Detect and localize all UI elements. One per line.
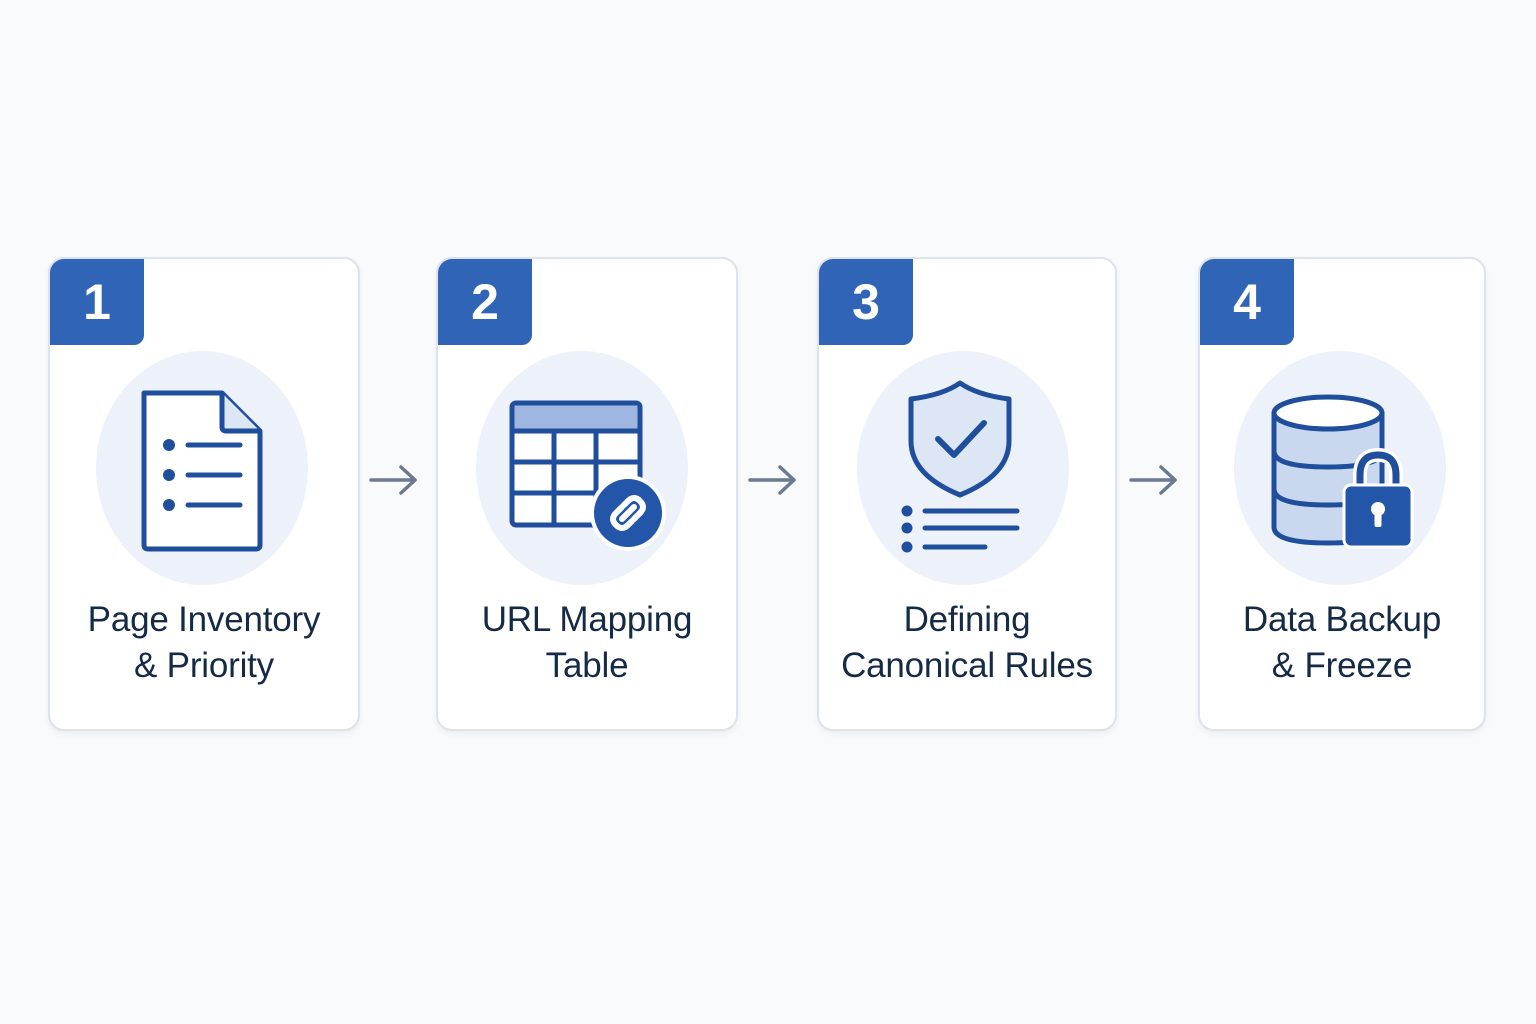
step-title-line-2: & Freeze xyxy=(1271,646,1413,685)
icon-circle xyxy=(476,351,688,585)
step-title-line-1: Page Inventory xyxy=(87,600,321,639)
step-card-3: 3 Defining Canonical Rules xyxy=(817,257,1117,731)
step-number-badge: 2 xyxy=(438,259,532,345)
arrow-right-icon xyxy=(1127,462,1181,498)
step-title-line-2: & Priority xyxy=(134,646,274,685)
step-title-line-2: Canonical Rules xyxy=(841,646,1093,685)
arrow-right-icon xyxy=(367,462,421,498)
step-card-2: 2 URL Mapping Table xyxy=(436,257,738,731)
step-title-line-2: Table xyxy=(545,646,629,685)
step-number-badge: 4 xyxy=(1200,259,1294,345)
step-card-1: 1 Page Inventory & Priority xyxy=(48,257,360,731)
icon-circle xyxy=(857,351,1069,585)
step-card-4: 4 Data Backup & Freeze xyxy=(1198,257,1486,731)
database-lock-icon xyxy=(1271,394,1414,549)
icon-circle xyxy=(96,351,308,585)
step-title-line-1: Defining xyxy=(903,600,1031,639)
step-title-line-1: Data Backup xyxy=(1242,600,1442,639)
step-title: URL Mapping Table xyxy=(438,597,736,689)
step-number-badge: 3 xyxy=(819,259,913,345)
step-title-line-1: URL Mapping xyxy=(481,600,693,639)
step-title: Data Backup & Freeze xyxy=(1200,597,1484,689)
step-number-badge: 1 xyxy=(50,259,144,345)
table-link-icon xyxy=(509,400,666,551)
icon-circle xyxy=(1234,351,1446,585)
step-title: Page Inventory & Priority xyxy=(50,597,358,689)
arrow-right-icon xyxy=(746,462,800,498)
document-list-icon xyxy=(141,390,263,552)
step-title: Defining Canonical Rules xyxy=(819,597,1115,689)
shield-check-icon xyxy=(901,380,1020,553)
